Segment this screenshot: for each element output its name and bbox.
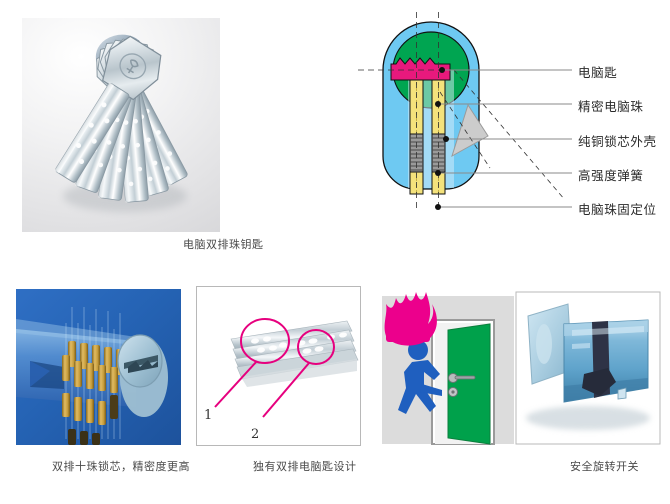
leader-lines	[438, 69, 572, 208]
leader-dots	[435, 67, 449, 210]
callout-leader-1	[214, 360, 258, 408]
callout-circle-2	[297, 329, 335, 365]
key-design-caption: 独有双排电脑匙设计	[253, 460, 357, 473]
ten-bead-cylinder-caption: 双排十珠锁芯，精密度更高	[52, 460, 190, 473]
callout-number-1: 1	[204, 408, 213, 423]
keys-photo-illustration	[54, 34, 188, 212]
callout-leader-2	[262, 362, 310, 418]
running-person-icon	[398, 340, 442, 414]
diagram-label-bead-fixing: 电脑珠固定位	[578, 202, 657, 217]
callout-number-2: 2	[251, 427, 260, 442]
key-blades	[54, 35, 188, 203]
escape-scene	[382, 292, 514, 445]
double-row-key-design-illustration	[197, 287, 360, 445]
key-blade-section	[390, 57, 451, 81]
cylinder-cross-section-svg	[358, 12, 572, 210]
key-design-panel	[196, 286, 361, 446]
cylinder-photo	[515, 291, 661, 445]
diagram-label-brass-shell: 纯铜锁芯外壳	[578, 134, 657, 149]
keys-photo-panel	[22, 18, 220, 232]
diagram-label-key: 电脑匙	[578, 65, 618, 80]
cylinder-diagram-panel: 电脑匙 精密电脑珠 纯铜锁芯外壳 高强度弹簧 电脑珠固定位	[350, 8, 662, 240]
diagram-label-spring: 高强度弹簧	[578, 168, 644, 183]
pin-stack-left	[409, 75, 424, 195]
flame-icon	[384, 292, 437, 346]
cylinder-face	[117, 334, 168, 417]
diagram-label-precision-bead: 精密电脑珠	[578, 99, 644, 114]
callout-circle-1	[240, 318, 290, 364]
ten-bead-cylinder-illustration	[16, 289, 181, 445]
door-handle	[448, 373, 476, 397]
ten-bead-cylinder-panel	[16, 289, 181, 445]
safety-switch-illustration	[382, 291, 661, 445]
lower-pin-row	[62, 393, 118, 445]
mid-pin-row	[62, 355, 118, 393]
safety-switch-panel	[376, 278, 662, 448]
keys-caption: 电脑双排珠钥匙	[183, 238, 264, 251]
safety-switch-caption: 安全旋转开关	[570, 460, 639, 473]
